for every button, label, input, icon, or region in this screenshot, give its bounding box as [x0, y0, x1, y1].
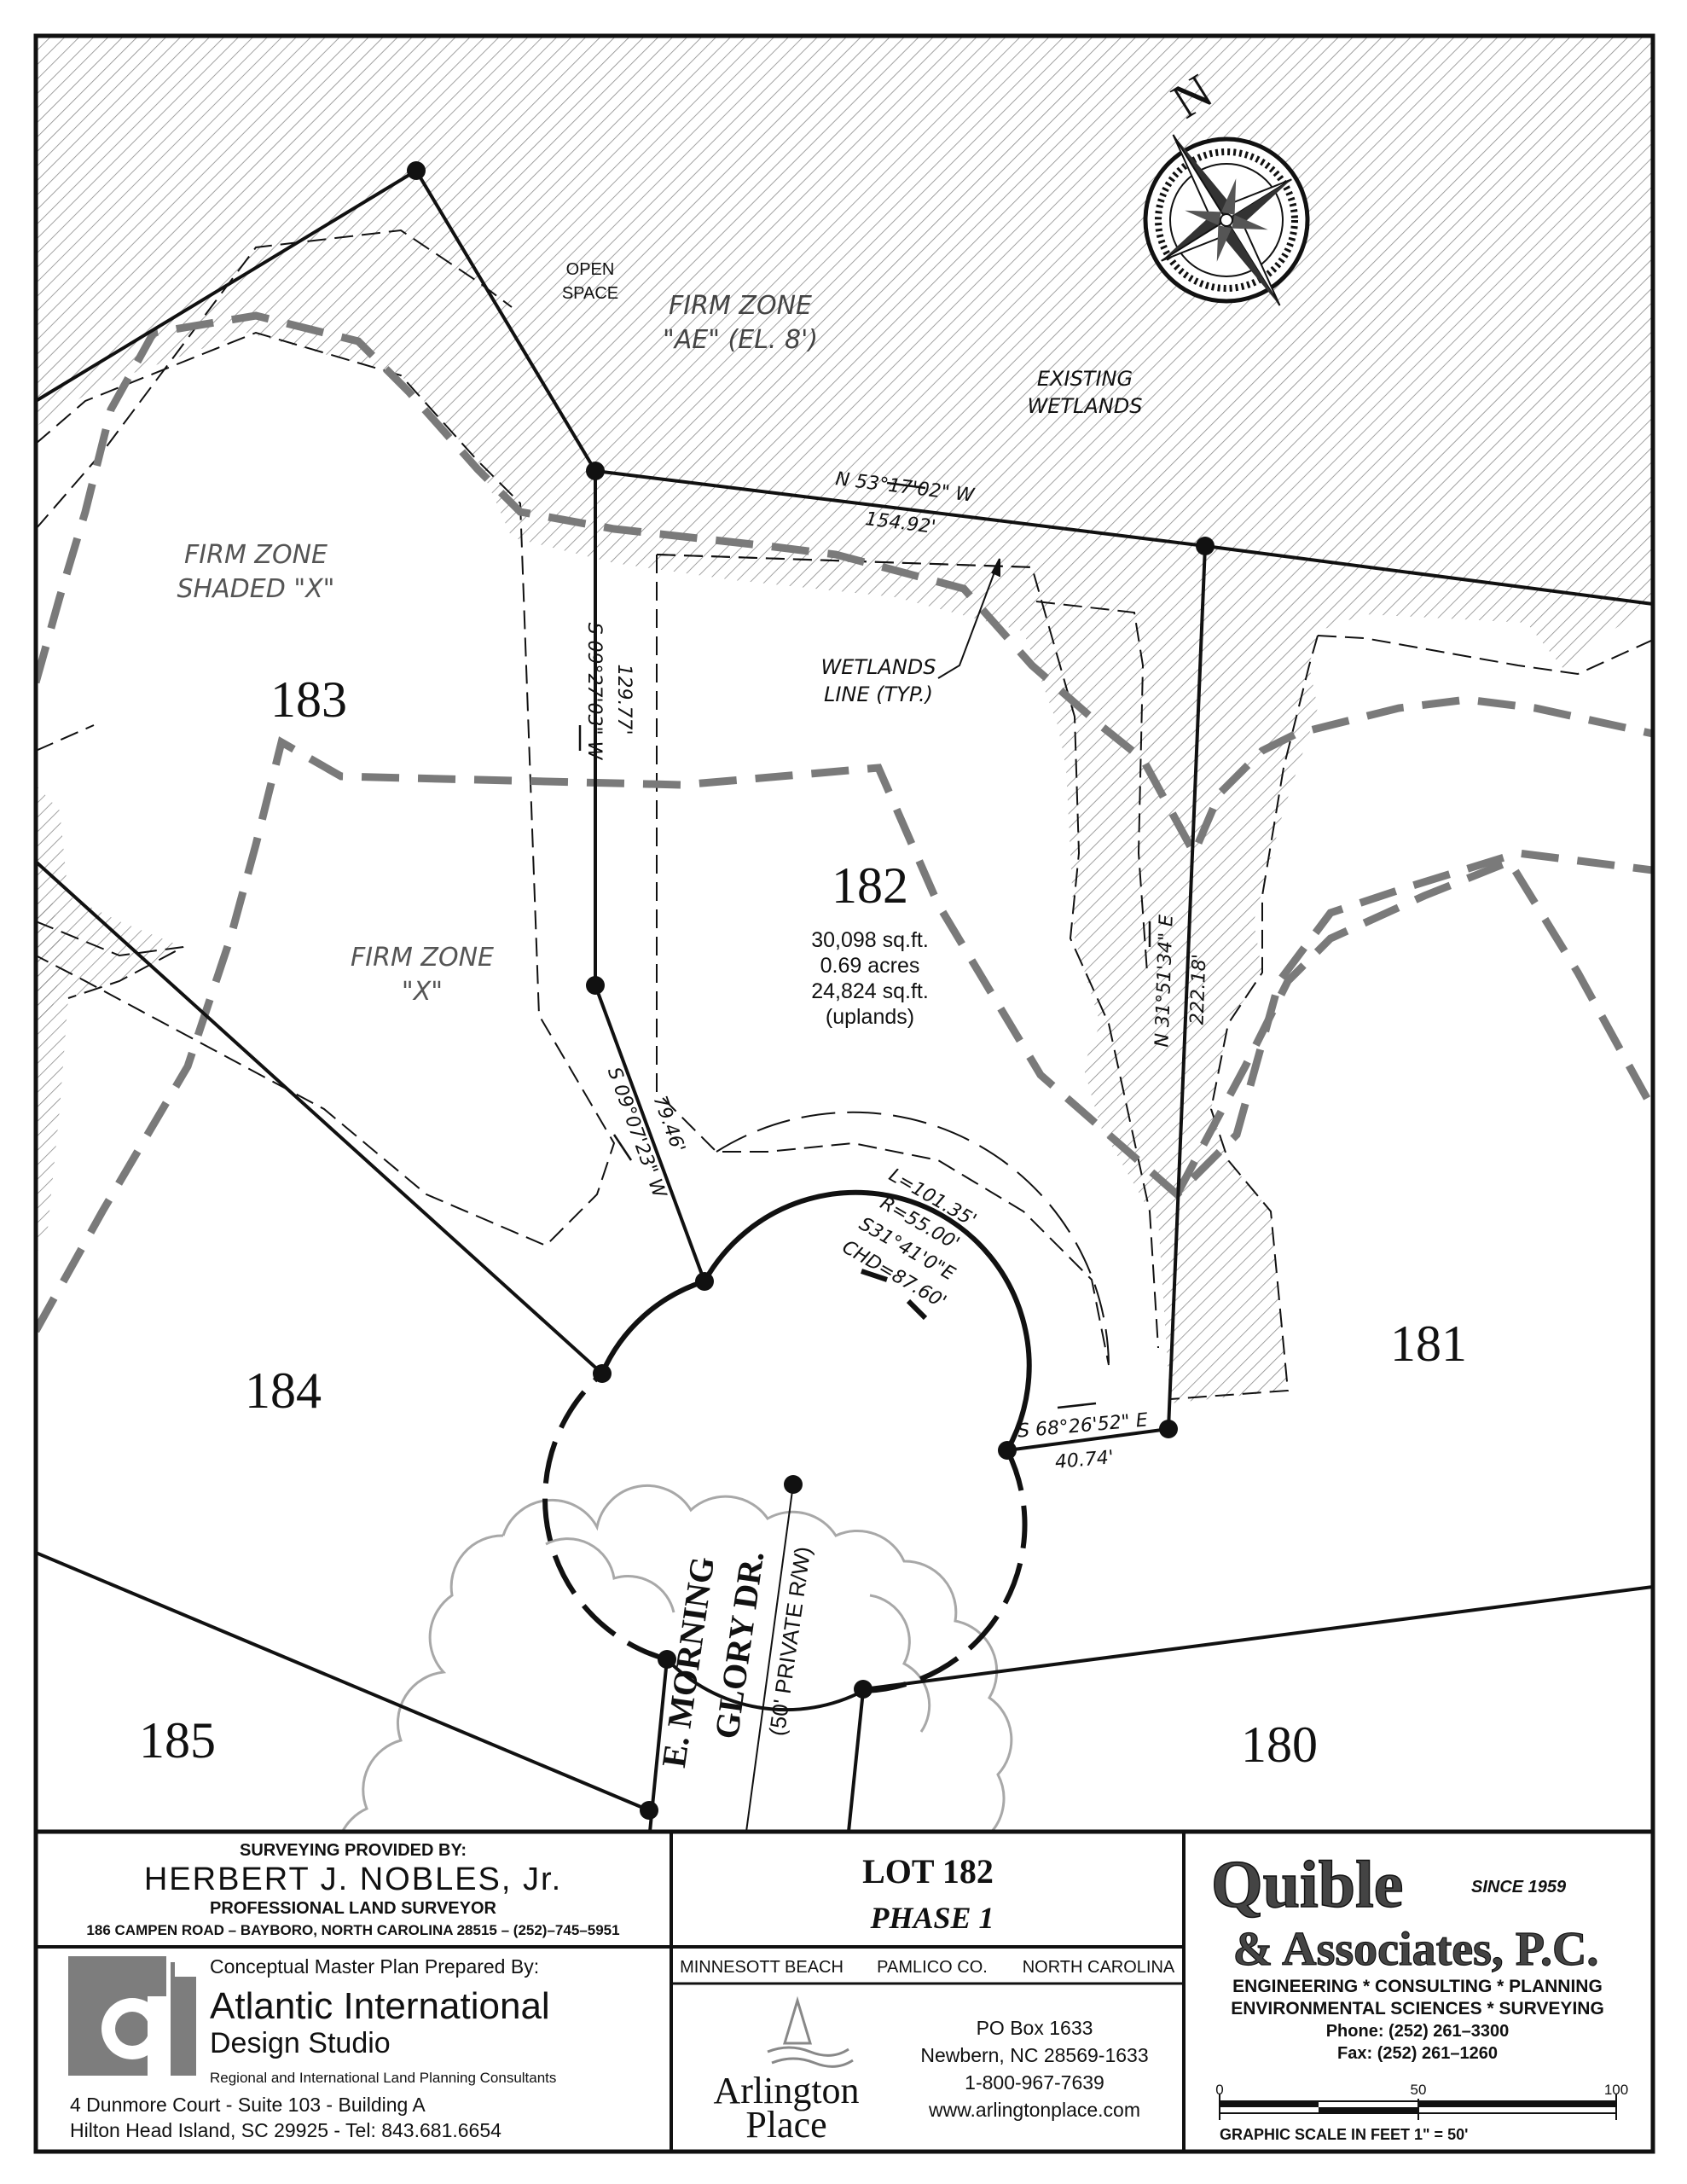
- location-town: MINNESOTT BEACH: [680, 1958, 844, 1977]
- firm-ae-label-2: "AE" (EL. 8'): [663, 325, 818, 355]
- arlington-name-2: Place: [745, 2104, 826, 2146]
- scale-100: 100: [1604, 2082, 1628, 2098]
- lot-line-180: [862, 1585, 1653, 1691]
- sailboat-icon: [767, 1995, 854, 2068]
- quible-block: Quible SINCE 1959 & Associates, P.C. ENG…: [1210, 1846, 1604, 2063]
- lot-line-184-west: [36, 860, 604, 1375]
- fax: Fax: (252) 261–1260: [1337, 2044, 1498, 2063]
- surveyor-address: 186 CAMPEN ROAD – BAYBORO, NORTH CAROLIN…: [86, 1922, 619, 1938]
- scale-0: 0: [1215, 2082, 1223, 2098]
- lot-line-sw-182: [594, 985, 706, 1282]
- lot-title: LOT 182: [862, 1852, 994, 1891]
- lot-185-number: 185: [139, 1712, 216, 1769]
- east-distance: 222.18': [1187, 954, 1211, 1025]
- road-labels: E. MORNING GLORY DR. (50' PRIVATE R/W): [654, 1545, 815, 1770]
- plan-prepared: Conceptual Master Plan Prepared By:: [210, 1955, 539, 1978]
- east-bearing: N 31°51'34" E: [1151, 915, 1177, 1048]
- aids-address-1: 4 Dunmore Court - Suite 103 - Building A: [70, 2094, 426, 2116]
- location-county: PAMLICO CO.: [877, 1958, 988, 1977]
- firm-shaded-label-2: SHADED "X": [177, 574, 335, 604]
- services-2: ENVIRONMENTAL SCIENCES * SURVEYING: [1231, 1999, 1604, 2018]
- title-block: SURVEYING PROVIDED BY: HERBERT J. NOBLES…: [33, 1829, 1655, 2154]
- phase-title: PHASE 1: [869, 1901, 994, 1935]
- sw-bearing: S 09°07'23" W: [603, 1065, 670, 1202]
- scale-50: 50: [1411, 2082, 1427, 2098]
- aids-tagline: Regional and International Land Planning…: [210, 2070, 556, 2086]
- aids-block: Conceptual Master Plan Prepared By: Atla…: [68, 1955, 556, 2141]
- since-label: SINCE 1959: [1471, 1878, 1567, 1896]
- tree-canopy: [340, 1484, 1013, 1832]
- cul-de-sac: [542, 1189, 1032, 1712]
- arlington-block: Arlington Place PO Box 1633 Newbern, NC …: [713, 1995, 1149, 2146]
- quible-name: Quible: [1211, 1847, 1403, 1921]
- wetlands-line-label-2: LINE (TYP.): [824, 682, 933, 706]
- lot-181-number: 181: [1390, 1316, 1467, 1372]
- lot-182-number: 182: [832, 857, 908, 914]
- lot-182-uplands: (uplands): [826, 1005, 914, 1029]
- wetlands-hatch-southwest-strip: [36, 896, 64, 1024]
- se-bearing: S 68°26'52" E: [1017, 1409, 1149, 1442]
- arlington-name-1: Arlington: [713, 2070, 859, 2111]
- lot-line-se-182: [1006, 1427, 1169, 1452]
- phone: Phone: (252) 261–3300: [1326, 2022, 1510, 2041]
- aids-name-2: Design Studio: [210, 2027, 391, 2059]
- existing-wetlands-label-1: EXISTING: [1037, 367, 1133, 391]
- surveyor-block: SURVEYING PROVIDED BY: HERBERT J. NOBLES…: [86, 1841, 619, 1938]
- open-space-label-1: OPEN: [566, 260, 615, 279]
- lot-182-sqft: 30,098 sq.ft.: [811, 928, 929, 952]
- wetlands-leader: [937, 558, 1000, 679]
- surveyor-name: HERBERT J. NOBLES, Jr.: [144, 1862, 562, 1897]
- firm-shaded-label-1: FIRM ZONE: [184, 540, 328, 570]
- contact-1: PO Box 1633: [977, 2017, 1093, 2039]
- firm-x-label-1: FIRM ZONE: [351, 943, 494, 973]
- contact-3: 1-800-967-7639: [965, 2071, 1104, 2094]
- wetlands-hatch-west: [36, 785, 183, 1254]
- contact-4[interactable]: www.arlingtonplace.com: [928, 2099, 1140, 2121]
- lot-184-number: 184: [245, 1362, 322, 1419]
- firm-ae-label-1: FIRM ZONE: [669, 291, 812, 321]
- se-distance: 40.74': [1054, 1447, 1115, 1473]
- contact-2: Newbern, NC 28569-1633: [920, 2044, 1148, 2066]
- map-area: N OPEN SPACE FIRM ZONE "AE" (EL. 8') EXI…: [36, 36, 1653, 1832]
- lot-line-185: [36, 1551, 650, 1812]
- area-labels: OPEN SPACE FIRM ZONE "AE" (EL. 8') EXIST…: [177, 260, 1143, 1007]
- road-centerline: [745, 1484, 794, 1832]
- existing-wetlands-label-2: WETLANDS: [1027, 394, 1142, 418]
- lot-183-number: 183: [270, 671, 347, 728]
- lot-line-east-182: [1167, 545, 1207, 1430]
- aids-logo-icon: [68, 1956, 200, 2076]
- aids-address-2: Hilton Head Island, SC 29925 - Tel: 843.…: [70, 2119, 501, 2141]
- quible-associates: & Associates, P.C.: [1233, 1923, 1599, 1976]
- lot-182-info: 30,098 sq.ft. 0.69 acres 24,824 sq.ft. (…: [811, 928, 929, 1029]
- road-east-edge: [847, 1690, 865, 1832]
- firm-x-label-2: "X": [402, 977, 443, 1007]
- west-distance: 129.77': [613, 664, 635, 735]
- lot-180-number: 180: [1241, 1716, 1318, 1773]
- aids-name-1: Atlantic International: [210, 1985, 550, 2027]
- lot-title-block: LOT 182 PHASE 1 MINNESOTT BEACH PAMLICO …: [680, 1852, 1175, 1977]
- graphic-scale: 0 50 100 GRAPHIC SCALE IN FEET 1" = 50': [1215, 2082, 1628, 2143]
- lot-182-uplands-sqft: 24,824 sq.ft.: [811, 979, 929, 1003]
- lot-corners: [407, 161, 1215, 1820]
- wetlands-line-label-1: WETLANDS: [820, 655, 936, 679]
- west-bearing: S 09°27'03" W: [583, 623, 605, 761]
- dimension-marks: [578, 481, 1151, 1409]
- lot-numbers: 183 182 184 181 185 180: [139, 671, 1467, 1773]
- location-state: NORTH CAROLINA: [1023, 1958, 1175, 1977]
- scale-caption: GRAPHIC SCALE IN FEET 1" = 50': [1220, 2126, 1468, 2143]
- open-space-label-2: SPACE: [562, 284, 618, 303]
- services-1: ENGINEERING * CONSULTING * PLANNING: [1232, 1977, 1603, 1996]
- lot-182-acres: 0.69 acres: [820, 954, 920, 978]
- surveyor-header: SURVEYING PROVIDED BY:: [240, 1841, 467, 1860]
- wetlands-hatch-north: [36, 36, 1653, 1403]
- surveyor-title: PROFESSIONAL LAND SURVEYOR: [210, 1899, 497, 1918]
- wetlands-boundary-lines: [36, 311, 1653, 1333]
